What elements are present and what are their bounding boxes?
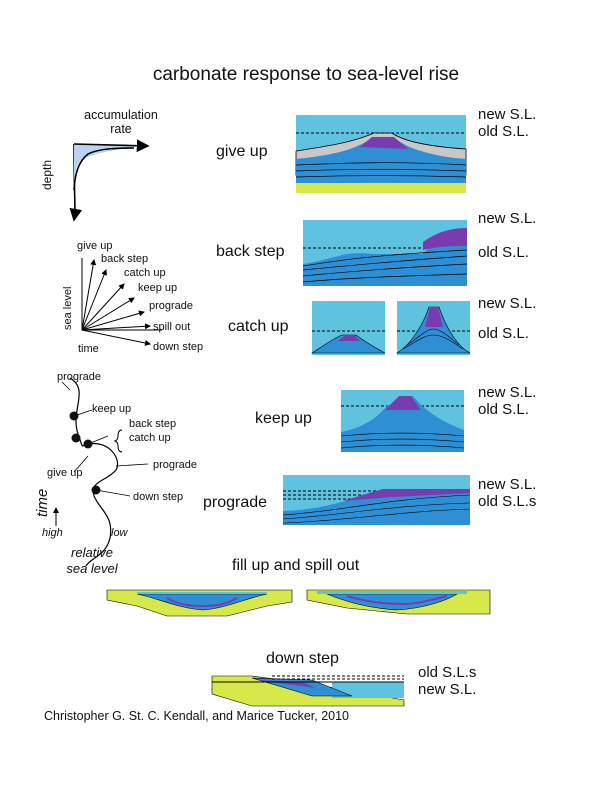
curve-label: keep up	[92, 403, 132, 415]
curve-low-label: low	[111, 527, 128, 539]
panel-label-back-step: back step	[216, 243, 285, 260]
curve-label: prograde	[153, 459, 198, 471]
accumulation-curve	[69, 139, 150, 222]
panel-label-keep-up: keep up	[255, 410, 312, 427]
prograde-sl: new S.L. old S.L.s	[478, 476, 536, 510]
catch-up-panel-a	[310, 301, 386, 355]
keep-up-panel	[340, 390, 465, 452]
panel-label-down-step: down step	[266, 650, 339, 667]
down-step-sl: old S.L.s new S.L.	[418, 664, 476, 698]
accumulation-title-line1: accumulation	[84, 108, 158, 122]
panel-label-give-up: give up	[216, 143, 268, 160]
fan-ray-label: keep up	[138, 282, 178, 294]
curve-label: catch up	[129, 432, 171, 444]
catch-up-new-sl: new S.L.	[478, 295, 537, 312]
fan-ray-label: catch up	[124, 267, 166, 279]
panel-label-catch-up: catch up	[228, 318, 289, 335]
back-step-panel	[302, 220, 468, 286]
prograde-panel	[282, 475, 471, 525]
catch-up-panel-b	[395, 301, 471, 355]
fan-ray-label: back step	[101, 253, 149, 265]
curve-high-label: high	[42, 527, 63, 539]
sl-label: new S.L.	[478, 106, 537, 123]
accumulation-title: accumulation rate	[66, 108, 176, 136]
sl-label: old S.L.s	[478, 493, 537, 510]
fan-ray-label: spill out	[153, 321, 191, 333]
accumulation-title-line2: rate	[110, 122, 132, 136]
give-up-new-sl: new S.L. old S.L.	[478, 106, 536, 140]
curve-label: back step	[129, 418, 177, 430]
back-step-old-sl: old S.L.	[478, 244, 529, 261]
back-step-new-sl: new S.L.	[478, 210, 537, 227]
sl-label: new S.L.	[478, 476, 537, 493]
fan-ray-label: prograde	[149, 300, 194, 312]
page-title: carbonate response to sea-level rise	[152, 64, 460, 85]
fan-rays	[81, 258, 162, 346]
fan-x-axis-label: time	[78, 343, 99, 355]
fill-spill-panel-a	[106, 589, 293, 617]
sl-label: old S.L.	[478, 123, 529, 140]
curve-label: down step	[133, 491, 184, 503]
panel-label-fill-spill: fill up and spill out	[232, 557, 360, 574]
give-up-panel	[295, 115, 467, 193]
curve-axis-line1: relative	[71, 545, 113, 560]
sl-label: new S.L.	[418, 681, 477, 698]
credit-line: Christopher G. St. C. Kendall, and Maric…	[44, 709, 350, 723]
sl-label: old S.L.	[478, 401, 529, 418]
sl-label: old S.L.s	[418, 664, 477, 681]
sl-label: new S.L.	[478, 384, 537, 401]
curve-time-label: time	[34, 488, 51, 517]
panel-label-prograde: prograde	[203, 494, 268, 511]
fan-ray-label: down step	[153, 341, 204, 353]
depth-axis-label: depth	[40, 159, 54, 190]
curve-label: prograde	[57, 371, 102, 383]
curve-label: give up	[47, 467, 83, 479]
fan-ray-label: give up	[77, 240, 113, 252]
curve-axis-line2: sea level	[66, 561, 118, 576]
fan-y-axis-label: sea level	[62, 286, 74, 330]
catch-up-old-sl: old S.L.	[478, 325, 529, 342]
sea-level-curve	[53, 377, 149, 567]
fill-spill-panel-b	[306, 589, 491, 615]
keep-up-sl: new S.L. old S.L.	[478, 384, 536, 418]
down-step-panel	[211, 675, 405, 707]
curve-axis-label: relative sea level	[60, 545, 124, 577]
